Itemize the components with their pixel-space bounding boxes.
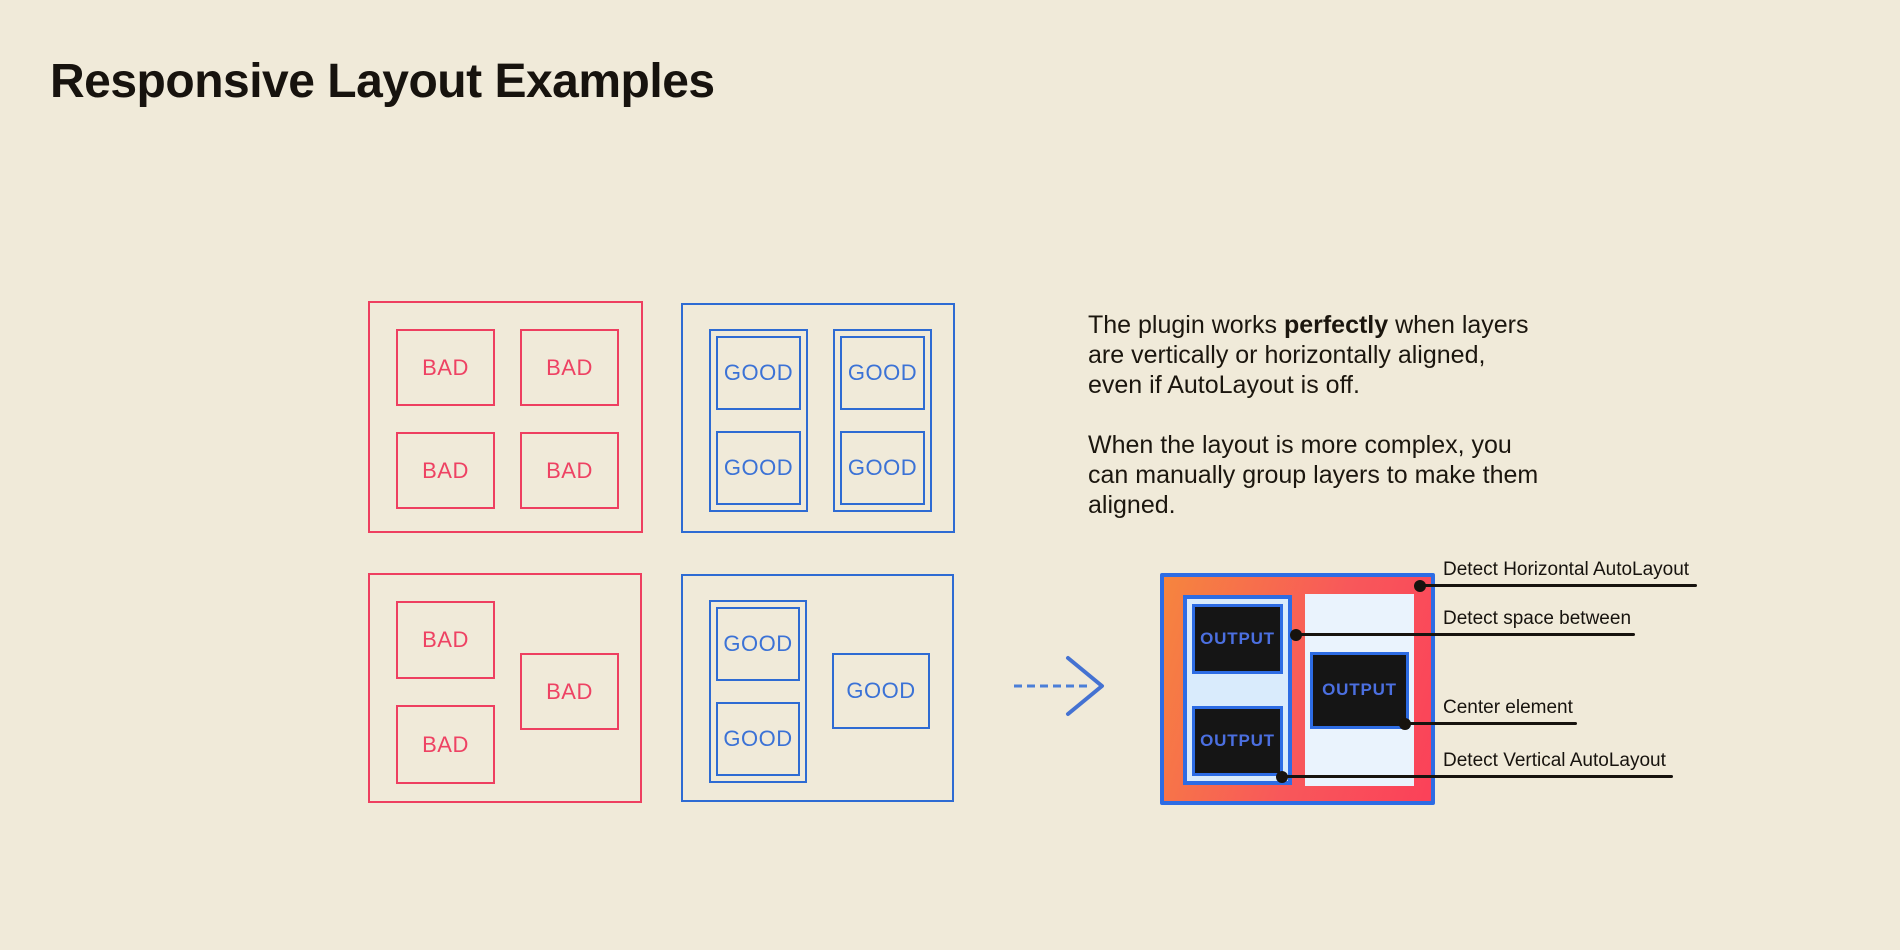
output-label: OUTPUT — [1200, 731, 1275, 750]
output-center-panel: OUTPUT — [1305, 594, 1414, 786]
output-vertical-group: OUTPUT OUTPUT — [1183, 595, 1292, 785]
good-group: GOOD GOOD — [833, 329, 932, 512]
annotation-label: Detect Vertical AutoLayout — [1443, 750, 1666, 771]
bad-label: BAD — [422, 627, 469, 652]
annotation-line — [1296, 633, 1635, 636]
bad-box: BAD — [396, 601, 495, 679]
good-complex-frame: GOOD GOOD GOOD — [681, 574, 954, 802]
annotation-line — [1405, 722, 1577, 725]
good-label: GOOD — [847, 360, 918, 385]
good-group: GOOD GOOD — [709, 329, 808, 512]
description-paragraph-1: The plugin works perfectly when layers a… — [1088, 310, 1543, 400]
bad-label: BAD — [546, 678, 593, 704]
description-span: The plugin works — [1088, 311, 1284, 339]
annotation-line — [1282, 775, 1673, 778]
annotation-label: Center element — [1443, 697, 1573, 718]
bad-box: BAD — [396, 329, 495, 406]
bad-box: BAD — [520, 653, 619, 730]
bad-label: BAD — [422, 731, 469, 757]
page-title: Responsive Layout Examples — [50, 55, 715, 108]
good-box: GOOD — [716, 607, 800, 681]
bad-box: BAD — [520, 432, 619, 509]
good-box: GOOD — [716, 431, 801, 505]
good-label: GOOD — [723, 726, 793, 751]
output-label: OUTPUT — [1200, 629, 1275, 648]
output-label: OUTPUT — [1322, 680, 1397, 699]
annotation-label: Detect space between — [1443, 608, 1632, 629]
bad-label: BAD — [422, 457, 469, 483]
bad-box: BAD — [396, 705, 495, 784]
bad-box: BAD — [396, 432, 495, 509]
good-box: GOOD — [716, 702, 800, 776]
good-label: GOOD — [847, 455, 918, 480]
good-label: GOOD — [846, 678, 916, 703]
description-paragraph-2: When the layout is more complex, you can… — [1088, 431, 1539, 519]
good-label: GOOD — [723, 455, 794, 480]
description-span: when layers are vertically or horizontal… — [1088, 311, 1529, 399]
description-text: The plugin works perfectly when layers a… — [1088, 310, 1543, 520]
bad-label: BAD — [422, 354, 469, 380]
good-box: GOOD — [832, 653, 930, 729]
output-box: OUTPUT — [1192, 706, 1283, 776]
bad-complex-frame: BAD BAD BAD — [368, 573, 642, 803]
output-preview-frame: OUTPUT OUTPUT OUTPUT — [1160, 573, 1435, 805]
good-box: GOOD — [840, 431, 925, 505]
output-box: OUTPUT — [1310, 651, 1409, 729]
good-label: GOOD — [723, 631, 793, 656]
good-group: GOOD GOOD — [709, 600, 807, 783]
bad-label: BAD — [546, 457, 593, 483]
bad-box: BAD — [520, 329, 619, 406]
good-aligned-frame: GOOD GOOD GOOD GOOD — [681, 303, 955, 533]
good-box: GOOD — [840, 336, 925, 410]
bad-aligned-frame: BAD BAD BAD BAD — [368, 301, 643, 533]
bold-emphasis: perfectly — [1283, 311, 1389, 339]
good-label: GOOD — [723, 360, 794, 385]
good-box: GOOD — [716, 336, 801, 410]
bad-label: BAD — [546, 354, 593, 380]
annotation-line — [1420, 584, 1697, 587]
output-box: OUTPUT — [1192, 604, 1283, 674]
transform-arrow-icon — [1014, 656, 1104, 716]
annotation-label: Detect Horizontal AutoLayout — [1443, 559, 1690, 580]
